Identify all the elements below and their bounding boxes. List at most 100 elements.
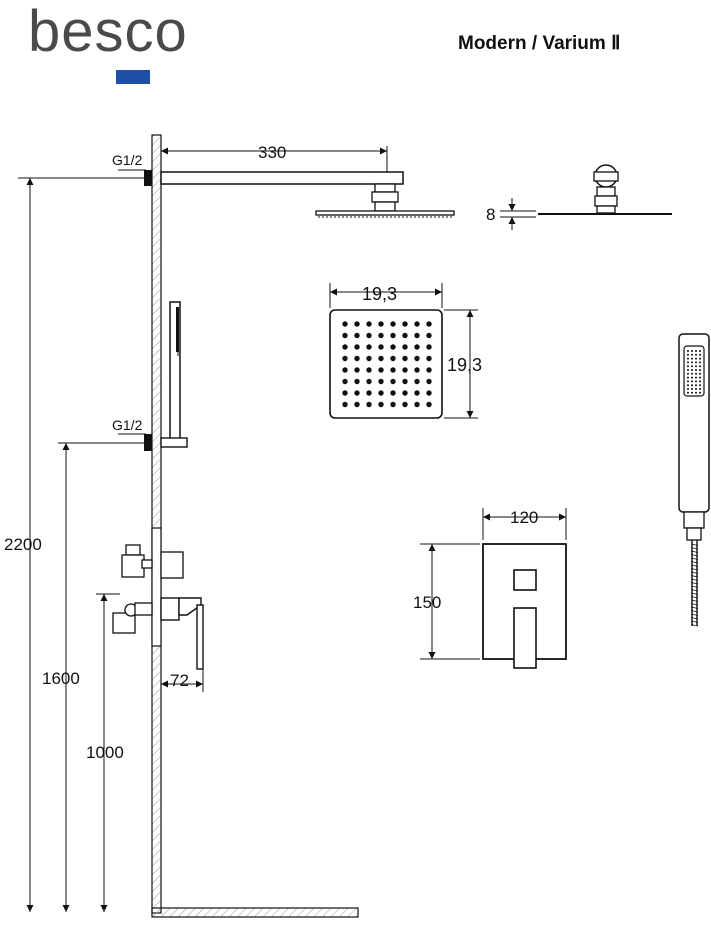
nozzle-dot	[390, 390, 396, 396]
height-total-label: 2200	[4, 535, 42, 554]
nozzle-dot	[426, 321, 432, 327]
nozzle-dot	[342, 321, 348, 327]
nozzle-dot	[414, 401, 420, 408]
brand-logo: besco	[28, 0, 238, 86]
height-hose-label: 1600	[42, 669, 80, 688]
nozzle-dot	[414, 332, 420, 339]
nozzle-dot	[414, 321, 420, 327]
shower-head-top-view	[329, 309, 443, 419]
hand-nozzle-dot	[699, 380, 701, 383]
nozzle-dot	[426, 332, 432, 339]
hand-nozzle-dot	[695, 365, 697, 368]
hand-nozzle-dot	[695, 384, 697, 387]
thread-label-top: G1/2	[112, 152, 143, 168]
hose-ring	[690, 554, 699, 557]
hand-nozzle-dot	[699, 372, 701, 375]
head-width-label: 19,3	[362, 284, 397, 304]
nozzle-dot	[366, 367, 372, 373]
hose-ring	[690, 585, 699, 588]
hand-nozzle-dot	[687, 361, 689, 364]
nozzle-dot	[378, 378, 384, 385]
nozzle-dot	[414, 378, 420, 385]
nozzle-dot	[402, 378, 408, 385]
nozzle-dot	[378, 332, 384, 339]
hand-nozzle-dot	[699, 361, 701, 364]
nozzle-dot	[378, 401, 384, 408]
hose-ring	[690, 599, 699, 602]
hand-nozzle-dot	[695, 380, 697, 383]
hand-nozzle-dot	[687, 380, 689, 383]
nozzle-dot	[366, 390, 372, 396]
hand-nozzle-dot	[699, 350, 701, 352]
hand-nozzle-dot	[687, 376, 689, 379]
hand-nozzle-dot	[699, 391, 701, 394]
nozzle-dot	[414, 344, 420, 350]
hand-nozzle-dot	[699, 384, 701, 387]
hand-nozzle-dot	[699, 388, 701, 390]
hose-ring	[690, 571, 699, 574]
nozzle-dot	[378, 344, 384, 350]
nozzle-dot	[342, 367, 348, 373]
nozzle-dot	[354, 321, 360, 327]
nozzle-dot	[390, 332, 396, 339]
nozzle-dot	[354, 344, 360, 350]
rain-shower-head-side	[315, 210, 455, 218]
brand-logo-text: besco	[28, 0, 188, 64]
nozzle-dot	[402, 321, 408, 327]
hose-ring	[690, 613, 699, 616]
hose-ring	[690, 568, 699, 571]
plate-height-label: 150	[413, 593, 441, 612]
nozzle-dot	[426, 390, 432, 396]
hand-nozzle-dot	[699, 353, 701, 356]
nozzle-dot	[414, 367, 420, 373]
nozzle-dot	[354, 401, 360, 408]
hose-ring	[690, 557, 699, 560]
hand-nozzle-dot	[699, 365, 701, 368]
brand-logo-mark	[116, 70, 150, 84]
hand-nozzle-dot	[695, 353, 697, 356]
thread-label-mid: G1/2	[112, 417, 143, 433]
hand-nozzle-dot	[691, 361, 693, 364]
nozzle-dot	[402, 367, 408, 373]
hose-ring	[690, 578, 699, 581]
hose-ring	[690, 564, 699, 567]
nozzle-dot	[366, 344, 372, 350]
nozzle-dot	[426, 378, 432, 385]
hose-ring	[690, 624, 699, 627]
nozzle-dot	[390, 344, 396, 350]
nozzle-dot	[342, 344, 348, 350]
mixer-plate-front	[482, 543, 567, 669]
nozzle-dot	[342, 378, 348, 385]
nozzle-dot	[402, 332, 408, 339]
hose-ring	[690, 592, 699, 595]
hose-ring	[690, 543, 699, 546]
hand-nozzle-dot	[691, 388, 693, 390]
hand-nozzle-dot	[695, 372, 697, 375]
hand-nozzle-dot	[687, 353, 689, 356]
hand-nozzle-dot	[699, 369, 701, 371]
nozzle-dot	[426, 355, 432, 362]
nozzle-dot	[354, 332, 360, 339]
nozzle-dot	[366, 401, 372, 408]
nozzle-dot	[390, 367, 396, 373]
nozzle-dot	[342, 355, 348, 362]
rain-shower-head-front	[538, 164, 672, 215]
arm-length-label: 330	[258, 143, 286, 162]
nozzle-dot	[414, 390, 420, 396]
nozzle-dot	[354, 390, 360, 396]
hand-nozzle-dot	[687, 350, 689, 352]
nozzle-dot	[426, 401, 432, 408]
nozzle-dot	[402, 344, 408, 350]
nozzle-dot	[402, 401, 408, 408]
nozzle-dot	[354, 367, 360, 373]
hand-nozzle-dot	[695, 350, 697, 352]
hand-nozzle-dot	[695, 369, 697, 371]
nozzle-dot	[342, 401, 348, 408]
nozzle-dot	[426, 344, 432, 350]
hand-shower-side	[144, 301, 188, 451]
hose-ring	[690, 547, 699, 550]
nozzle-dot	[378, 367, 384, 373]
hand-nozzle-dot	[691, 357, 693, 360]
hose-ring	[690, 589, 699, 592]
